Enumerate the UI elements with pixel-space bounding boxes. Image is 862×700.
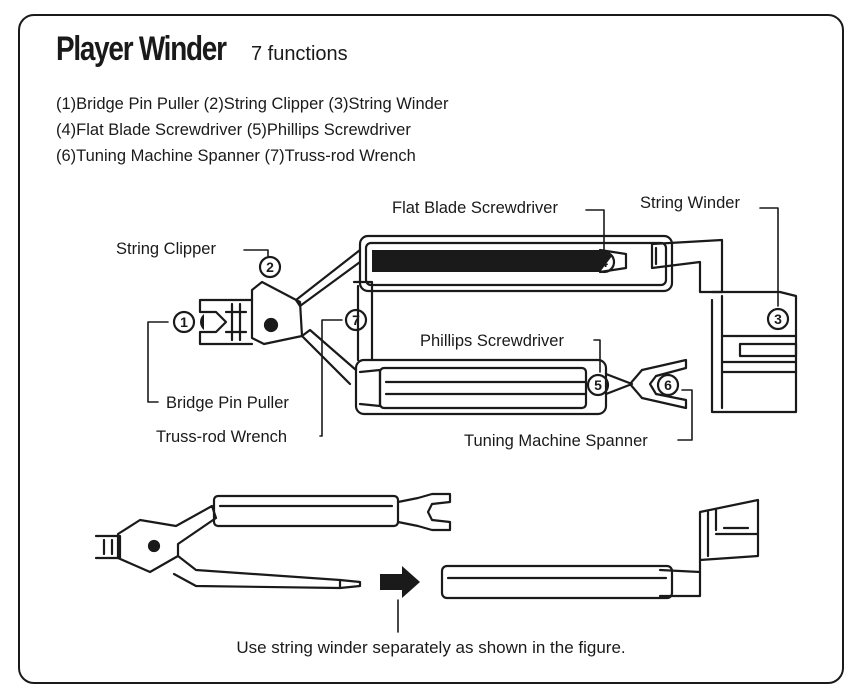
marker-7-label: 7 xyxy=(352,312,360,328)
subtitle: 7 functions xyxy=(250,43,348,65)
bridge-pin-puller xyxy=(198,298,254,346)
lower-body xyxy=(354,358,608,416)
arrow-icon xyxy=(380,566,420,598)
multi-tool-illustration xyxy=(198,234,798,416)
marker-1-label: 1 xyxy=(180,314,188,330)
marker-5-label: 5 xyxy=(594,377,602,393)
marker-3 xyxy=(766,307,790,331)
separated-winder-illustration xyxy=(397,498,760,633)
marker-4 xyxy=(592,250,616,274)
marker-4-label: 4 xyxy=(600,254,608,270)
label-flat-blade-screwdriver: Flat Blade Screwdriver xyxy=(392,199,558,217)
marker-2 xyxy=(258,255,282,279)
label-phillips-screwdriver: Phillips Screwdriver xyxy=(420,332,564,350)
label-bridge-pin-puller: Bridge Pin Puller xyxy=(166,394,289,412)
label-string-winder: String Winder xyxy=(640,194,740,212)
string-winder-crank xyxy=(650,238,724,294)
footer-caption: Use string winder separately as shown in… xyxy=(236,638,626,657)
function-list-line-2: (4)Flat Blade Screwdriver (5)Phillips Sc… xyxy=(56,121,411,139)
diagram-frame xyxy=(18,14,844,684)
marker-1 xyxy=(172,310,196,334)
label-string-clipper: String Clipper xyxy=(116,240,216,258)
flat-blade-screwdriver xyxy=(372,250,612,272)
marker-3-label: 3 xyxy=(774,311,782,327)
unfolded-tool-illustration xyxy=(94,492,452,590)
marker-6-label: 6 xyxy=(664,377,672,393)
marker-6 xyxy=(656,373,680,397)
callout-leaders xyxy=(147,207,779,441)
label-truss-rod-wrench: Truss-rod Wrench xyxy=(156,428,287,446)
title: Player Winder xyxy=(56,30,227,68)
pivot-rivet xyxy=(263,317,279,333)
phillips-screwdriver xyxy=(604,372,634,396)
marker-5 xyxy=(586,373,610,397)
marker-2-label: 2 xyxy=(266,259,274,275)
function-list-line-3: (6)Tuning Machine Spanner (7)Truss-rod W… xyxy=(56,147,416,165)
upper-body xyxy=(358,234,674,293)
tuning-spanner xyxy=(628,358,688,410)
string-clipper xyxy=(250,280,304,346)
truss-rod-wrench xyxy=(352,280,374,362)
label-tuning-machine-spanner: Tuning Machine Spanner xyxy=(464,432,648,450)
function-list-line-1: (1)Bridge Pin Puller (2)String Clipper (… xyxy=(56,95,449,113)
title-row: Player Winder 7 functions xyxy=(56,30,348,69)
marker-7 xyxy=(344,308,368,332)
